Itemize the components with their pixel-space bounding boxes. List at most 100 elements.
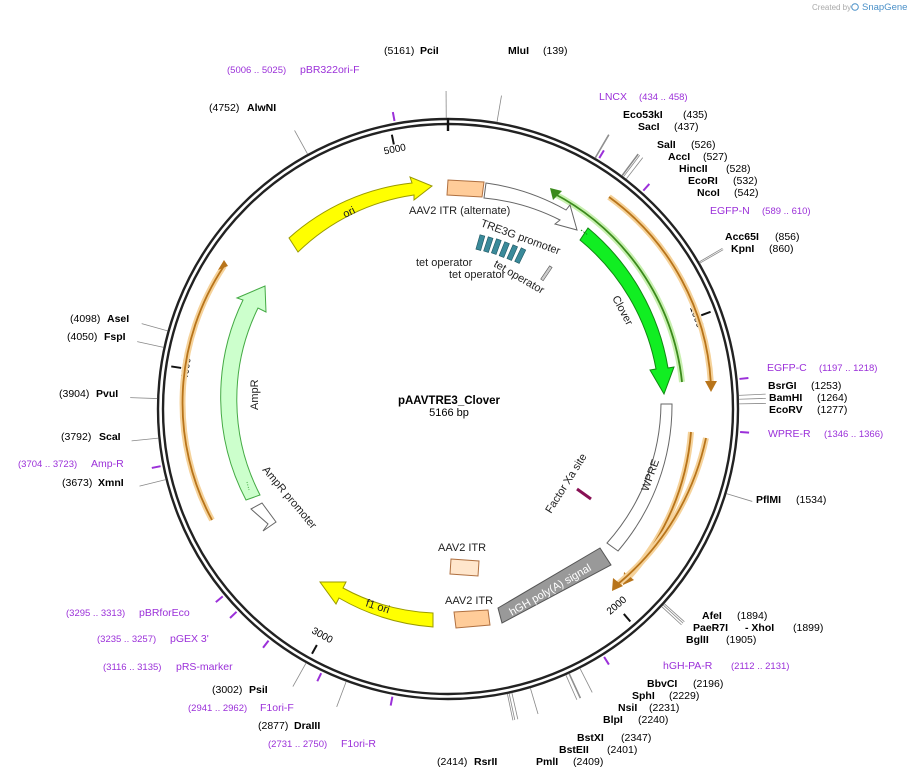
site-label: AlwNI [247, 102, 276, 114]
site-FspI[interactable]: (4050)FspI [67, 331, 126, 343]
site-num: (2401) [607, 744, 637, 756]
site-BlpI[interactable]: BlpI(2240) [603, 714, 668, 726]
site-SalI[interactable]: SalI(526) [657, 139, 716, 151]
primer-range: (1197 .. 1218) [819, 363, 877, 374]
site-PflMI[interactable]: PflMI(1534) [756, 494, 826, 506]
orf-wpre-2-arc [617, 437, 707, 585]
tet-operator-block[interactable] [506, 244, 518, 261]
site-ScaI[interactable]: (3792)ScaI [61, 431, 121, 443]
site-XmnI[interactable]: (3673)XmnI [62, 477, 124, 489]
primer-pGEX-3[interactable]: (3235 .. 3257)pGEX 3' [97, 633, 209, 645]
feature-f1-ori[interactable] [319, 581, 434, 628]
feature-factor-xa-site[interactable] [576, 487, 592, 501]
site-PsiI[interactable]: (3002)PsiI [212, 684, 268, 696]
primer-F1ori-R[interactable]: (2731 .. 2750)F1ori-R [268, 738, 376, 750]
site-NsiI[interactable]: NsiI(2231) [618, 702, 679, 714]
site-label: HincII [679, 163, 708, 175]
primer-LNCX[interactable]: LNCX(434 .. 458) [599, 91, 688, 103]
tick-label: 5000 [383, 142, 407, 157]
tet-operator-block[interactable] [514, 247, 527, 264]
credit-prefix: Created by [812, 3, 851, 12]
feature-aav2-itr[interactable] [453, 609, 491, 629]
primer-EGFP-N[interactable]: EGFP-N(589 .. 610) [710, 205, 811, 217]
primer-F1ori-F[interactable]: (2941 .. 2962)F1ori-F [188, 702, 294, 714]
site-num: (1534) [796, 494, 826, 506]
tet-operator-block[interactable] [490, 238, 502, 255]
primer-mark [262, 639, 270, 649]
primer-Amp-R[interactable]: (3704 .. 3723)Amp-R [18, 458, 124, 470]
site-label: DraIII [294, 720, 320, 732]
site-PaeR7I[interactable]: PaeR7I - XhoI(1899) [693, 622, 823, 634]
feature-aav2-itr-inner[interactable] [449, 558, 480, 577]
tick-mark [311, 644, 318, 655]
site-BamHI[interactable]: BamHI(1264) [769, 392, 847, 404]
primer-WPRE-R[interactable]: WPRE-R(1346 .. 1366) [768, 428, 883, 440]
site-PciI[interactable]: (5161)PciI [384, 45, 439, 57]
site-AlwNI[interactable]: (4752)AlwNI [209, 102, 276, 114]
site-num: (3673) [62, 477, 92, 489]
site-AseI[interactable]: (4098)AseI [70, 313, 129, 325]
site-leader-line [131, 437, 159, 442]
primer-pRS-marker[interactable]: (3116 .. 3135)pRS-marker [103, 661, 233, 673]
site-label: BsrGI [768, 380, 797, 392]
site-SacI[interactable]: SacI(437) [638, 121, 699, 133]
site-AccI[interactable]: AccI(527) [668, 151, 728, 163]
site-RsrII[interactable]: (2414)RsrII [437, 756, 497, 768]
site-leader-line [594, 134, 609, 158]
clover-junction-marker [580, 229, 589, 236]
primer-label: EGFP-C [767, 362, 807, 374]
site-DraIII[interactable]: (2877) DraIII [258, 720, 320, 732]
feature-aav2-itr-label: AAV2 ITR [445, 595, 493, 607]
feature-ori[interactable] [288, 176, 433, 253]
tick-mark [700, 310, 711, 317]
site-PvuI[interactable]: (3904)PvuI [59, 388, 118, 400]
primer-label: EGFP-N [710, 205, 750, 217]
site-KpnI[interactable]: KpnI(860) [731, 243, 794, 255]
feature-clover[interactable] [579, 227, 675, 396]
site-BstEII[interactable]: BstEII(2401) [559, 744, 637, 756]
tet-operator-block[interactable] [483, 236, 494, 253]
feature-ampr[interactable] [220, 285, 267, 501]
site-BbvCI[interactable]: BbvCI(2196) [647, 678, 723, 690]
feature-aav2-itr-alternate[interactable] [446, 179, 485, 198]
feature-tre3g-promoter[interactable] [483, 182, 578, 231]
site-NcoI[interactable]: NcoI(542) [697, 187, 759, 199]
site-Eco53kI[interactable]: Eco53kI(435) [623, 109, 708, 121]
primer-EGFP-C[interactable]: EGFP-C (1197 .. 1218) [767, 362, 877, 374]
site-Acc65I[interactable]: Acc65I(856) [725, 231, 800, 243]
primer-mark [151, 465, 161, 469]
site-BglII[interactable]: BglII(1905) [686, 634, 756, 646]
site-EcoRI[interactable]: EcoRI(532) [688, 175, 758, 187]
tet-operator-block[interactable] [498, 241, 510, 258]
site-num: (1277) [817, 404, 847, 416]
site-num: (5161) [384, 45, 414, 57]
site-num: (2877) [258, 720, 288, 732]
tet-operator-block[interactable] [475, 234, 486, 251]
feature-ori-label: ori [341, 205, 357, 221]
site-label: EcoRV [769, 404, 803, 416]
site-PmlI[interactable]: PmlI(2409) [536, 756, 603, 768]
tet-operator-small-block[interactable] [540, 265, 553, 282]
primer-hGH-PA-R[interactable]: hGH-PA-R(2112 .. 2131) [663, 660, 789, 672]
site-HincII[interactable]: HincII(528) [679, 163, 751, 175]
primer-pBR322ori-F[interactable]: (5006 .. 5025)pBR322ori-F [227, 64, 360, 76]
site-BstXI[interactable]: BstXI(2347) [577, 732, 651, 744]
site-MluI[interactable]: MluI(139) [508, 45, 568, 57]
orf-clover-arrowhead [705, 381, 717, 392]
site-AfeI[interactable]: AfeI(1894) [702, 610, 767, 622]
tick-mark [171, 365, 182, 369]
tet-operator-label-1: tet operator [416, 257, 473, 269]
site-label: Eco53kI [623, 109, 663, 121]
site-num: (2231) [649, 702, 679, 714]
site-leader-lines [130, 91, 766, 721]
feature-ampr-promoter[interactable] [250, 502, 277, 532]
primer-pBRforEco[interactable]: (3295 .. 3313)pBRforEco [66, 607, 190, 619]
primer-marks [151, 111, 750, 706]
feature-hgh-polya-signal[interactable] [497, 547, 612, 624]
site-SphI[interactable]: SphI(2229) [632, 690, 699, 702]
site-BsrGI[interactable]: BsrGI(1253) [768, 380, 841, 392]
site-EcoRV[interactable]: EcoRV (1277) [769, 404, 847, 416]
primer-mark [389, 696, 394, 706]
feature-wpre[interactable] [606, 403, 673, 552]
